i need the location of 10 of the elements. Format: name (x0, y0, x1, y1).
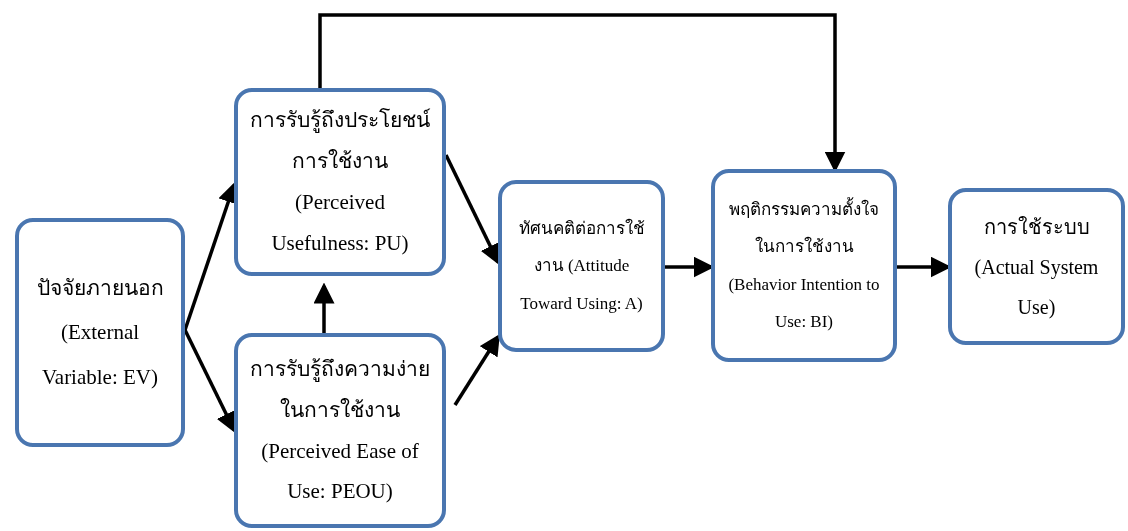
arrow (183, 329, 236, 434)
process-box: การรับรู้ถึงประโยชน์การใช้งาน (Perceived Usefulness: PU) (234, 88, 446, 276)
arrow (444, 154, 500, 266)
arrow (453, 334, 500, 406)
process-box: พฤติกรรมความตั้งใจในการใช้งาน (Behavior Intention to Use: BI) (711, 169, 897, 362)
process-box: การรับรู้ถึงความง่ายในการใช้งาน (Perceived Ease of Use: PEOU) (234, 333, 446, 528)
process-box: การใช้ระบบ (Actual System Use) (948, 188, 1125, 345)
process-box: ทัศนคติต่อการใช้งาน (Attitude Toward Using: A) (498, 180, 665, 352)
process-box: ปัจจัยภายนอก (External Variable: EV) (15, 218, 185, 447)
arrow (313, 282, 335, 333)
